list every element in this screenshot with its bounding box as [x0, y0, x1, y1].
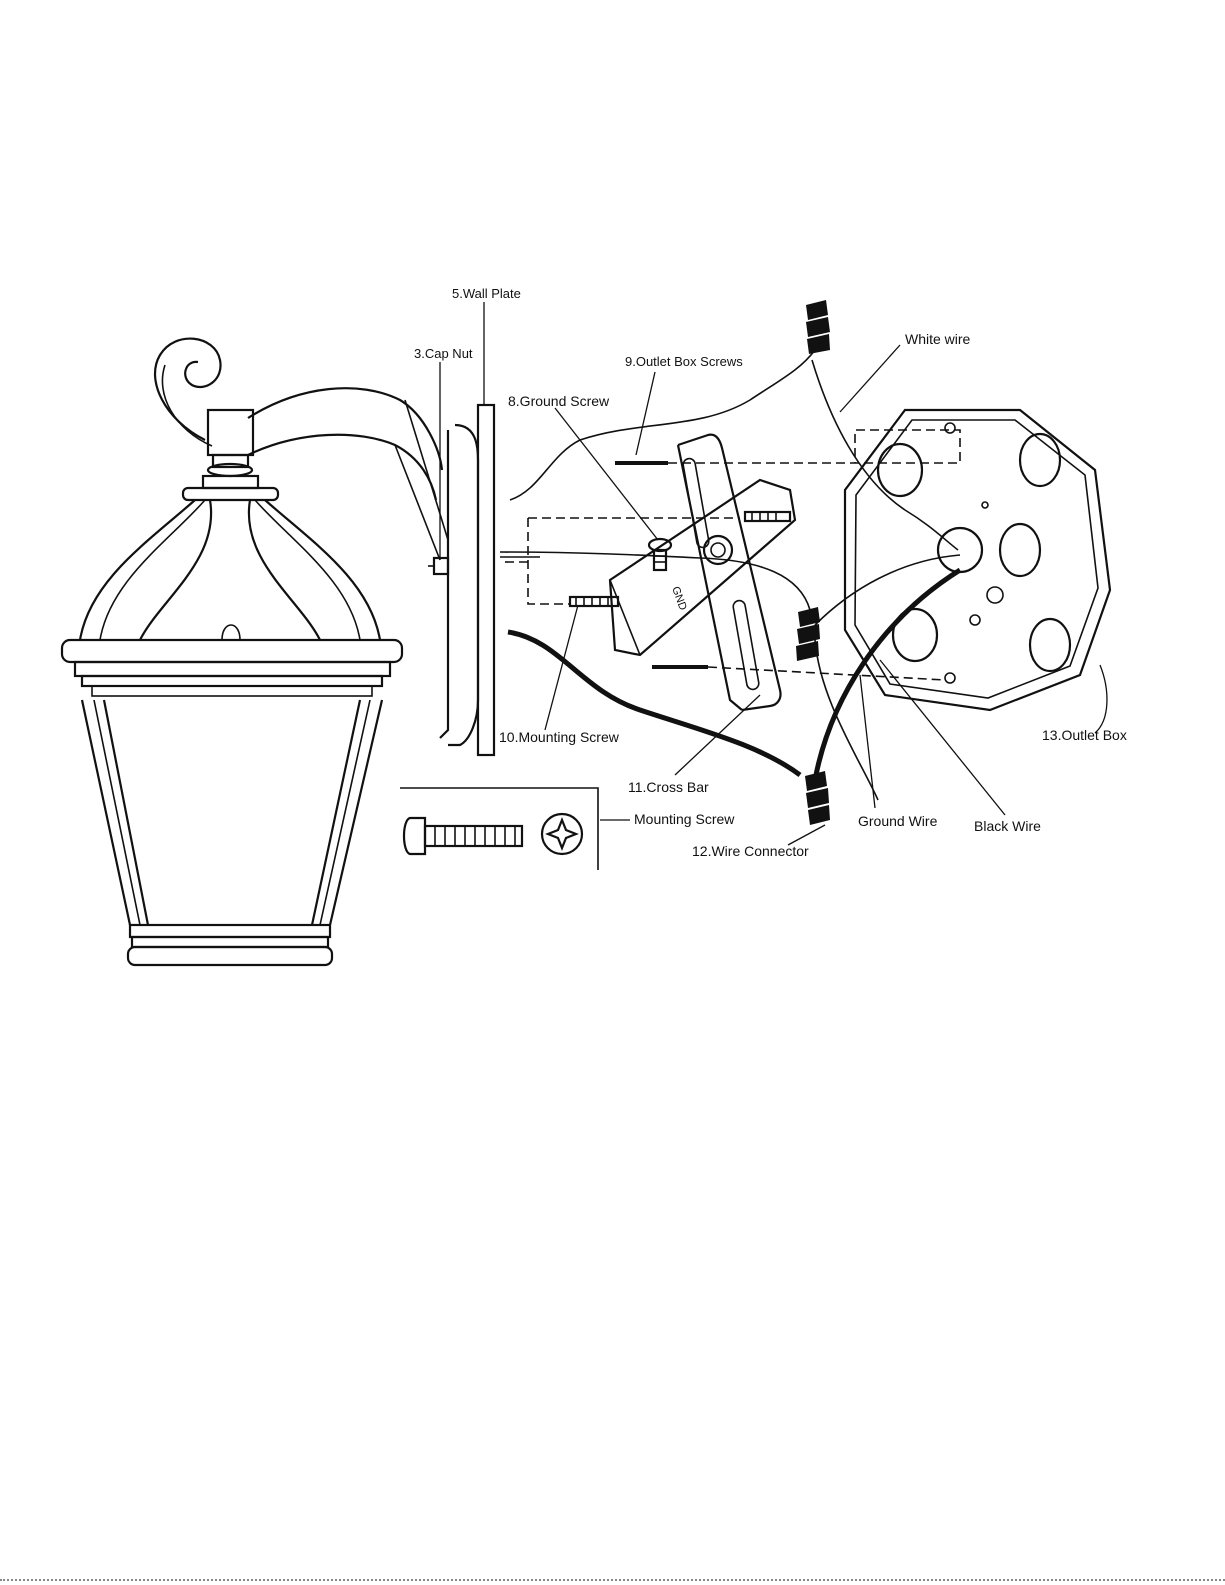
label-cross-bar: 11.Cross Bar: [628, 779, 709, 795]
label-mounting-screw-10: 10.Mounting Screw: [499, 729, 620, 745]
mounting-screw-detail: [400, 788, 598, 870]
label-cap-nut: 3.Cap Nut: [414, 346, 473, 361]
wall-plate: [428, 405, 494, 755]
label-black-wire: Black Wire: [974, 818, 1041, 834]
label-wire-connector: 12.Wire Connector: [692, 843, 809, 859]
label-white-wire: White wire: [905, 331, 971, 347]
label-mounting-screw-detail: Mounting Screw: [634, 811, 735, 827]
alignment-dashes: [505, 430, 960, 680]
label-wall-plate: 5.Wall Plate: [452, 286, 521, 301]
mounting-screw-upper: [745, 512, 790, 521]
wire-connector-top: [806, 300, 830, 354]
label-outlet-box-screws: 9.Outlet Box Screws: [625, 354, 743, 369]
label-outlet-box: 13.Outlet Box: [1042, 727, 1127, 743]
label-ground-wire: Ground Wire: [858, 813, 938, 829]
label-ground-screw: 8.Ground Screw: [508, 393, 610, 409]
leader-lines: [440, 302, 1107, 845]
wire-connector-middle: [796, 607, 820, 661]
gnd-mark: GND: [669, 585, 689, 612]
ground-screw: [649, 539, 671, 570]
labels: 5.Wall Plate 3.Cap Nut 9.Outlet Box Scre…: [414, 286, 1127, 859]
wire-connector-bottom: [805, 771, 830, 825]
page-bottom-rule: [0, 1579, 1225, 1581]
lantern-fixture: [62, 339, 448, 965]
